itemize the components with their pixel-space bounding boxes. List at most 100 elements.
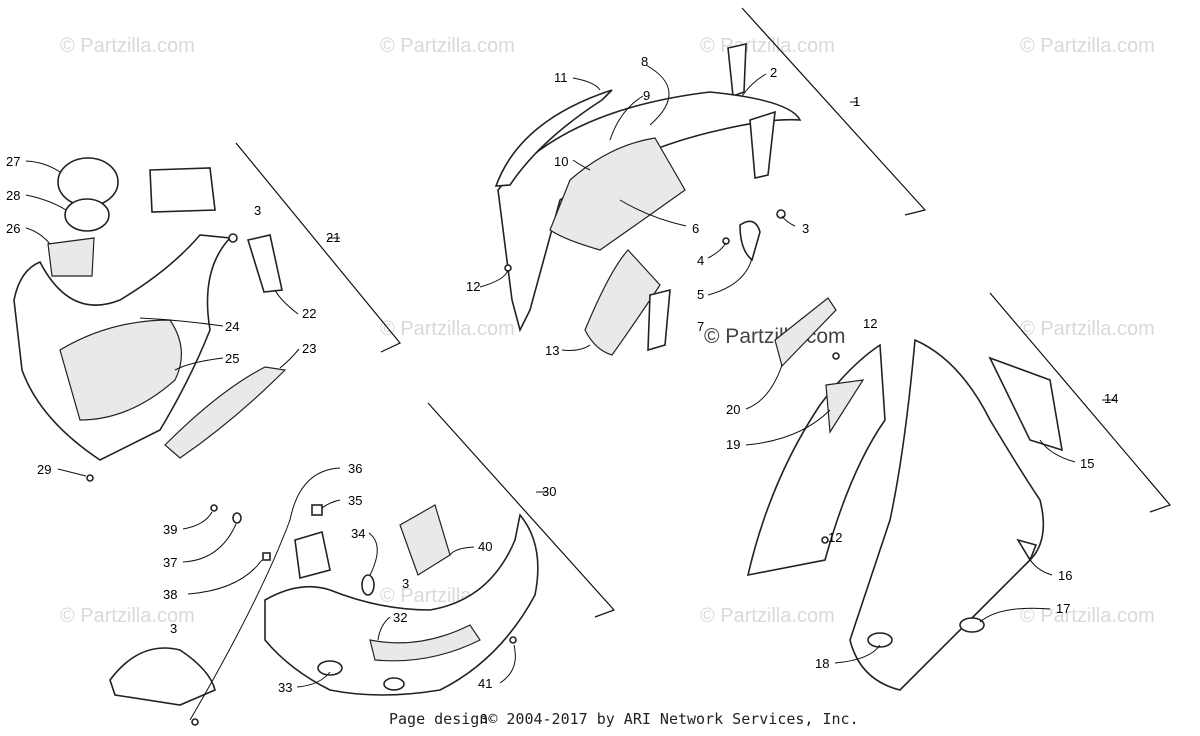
watermark: © Partzilla.com	[700, 35, 835, 57]
callout-3: 3	[802, 221, 809, 236]
part-17-shape	[959, 617, 985, 633]
callout-19: 19	[726, 437, 740, 452]
callout-12b: 12	[863, 316, 877, 331]
callout-41: 41	[478, 676, 492, 691]
callout-3b: 3	[254, 203, 261, 218]
copyright-footer: Page design© 2004-2017 by ARI Network Se…	[389, 710, 859, 728]
leader-5	[707, 257, 753, 296]
callout-13: 13	[545, 343, 559, 358]
callout-12: 12	[466, 279, 480, 294]
part-31-shape	[383, 677, 405, 691]
lower-nose-assembly	[109, 402, 616, 726]
callout-36: 36	[348, 461, 362, 476]
part-18-shape	[867, 632, 893, 648]
callout-15: 15	[1080, 456, 1094, 471]
callout-37: 37	[163, 555, 177, 570]
callout-39: 39	[163, 522, 177, 537]
part-9-strip	[749, 110, 776, 179]
part-15-shape	[988, 356, 1064, 452]
callout-4: 4	[697, 253, 704, 268]
leader-10	[572, 159, 591, 171]
callout-38: 38	[163, 587, 177, 602]
leader-38	[187, 559, 263, 595]
part-23-shape	[164, 366, 287, 459]
part-40-vent	[399, 504, 451, 576]
leader-37	[182, 523, 237, 563]
callout-9: 9	[643, 88, 650, 103]
part-38-clip	[262, 552, 271, 561]
callout-24: 24	[225, 319, 239, 334]
leader-39	[182, 511, 213, 530]
watermark-center: © Partzilla.com	[704, 325, 846, 348]
callout-2: 2	[770, 65, 777, 80]
callout-25: 25	[225, 351, 239, 366]
part-12-fastener	[832, 352, 840, 360]
leader-28	[25, 194, 67, 211]
callout-21: 21	[326, 230, 340, 245]
leader-15	[1039, 439, 1076, 463]
callout-1: 1	[853, 94, 860, 109]
callout-12c: 12	[828, 530, 842, 545]
leader-18	[834, 644, 881, 664]
leader-20	[745, 364, 783, 410]
watermark: © Partzilla.com	[380, 35, 515, 57]
leader-35	[321, 499, 341, 509]
part-22-shape	[246, 234, 283, 293]
callout-6: 6	[692, 221, 699, 236]
bracket-detail	[109, 647, 216, 706]
callout-18: 18	[815, 656, 829, 671]
part-19-shape	[746, 343, 886, 577]
part-14-shape	[849, 338, 1045, 691]
watermark: © Partzilla.com	[1020, 605, 1155, 627]
leader-25	[174, 357, 224, 371]
part-41-fastener	[509, 636, 517, 644]
part-26-shape	[47, 237, 95, 277]
part-3-fastener	[228, 233, 238, 243]
leader-26	[25, 227, 51, 245]
leader-3	[781, 215, 796, 227]
callout-40: 40	[478, 539, 492, 554]
callout-8: 8	[641, 54, 648, 69]
part-35-shape	[311, 504, 323, 516]
part-28-shape	[64, 198, 110, 232]
callout-27: 27	[6, 154, 20, 169]
callout-3e: 3	[480, 711, 487, 726]
part-16-shape	[1016, 538, 1038, 562]
watermark: © Partzilla.com	[1020, 318, 1155, 340]
callout-3c: 3	[402, 576, 409, 591]
leader-27	[25, 160, 61, 173]
watermark: © Partzilla.com	[60, 605, 195, 627]
callout-7: 7	[697, 319, 704, 334]
part-12-fastener	[821, 536, 829, 544]
watermark: © Partzilla.com	[60, 35, 195, 57]
leader-9	[609, 95, 644, 141]
leader-2	[741, 73, 767, 97]
leader-23	[279, 348, 300, 369]
callout-5: 5	[697, 287, 704, 302]
callout-10: 10	[554, 154, 568, 169]
callout-28: 28	[6, 188, 20, 203]
part-33-shape	[317, 660, 343, 676]
fastener	[191, 718, 199, 726]
callout-34: 34	[351, 526, 365, 541]
leader-4	[707, 242, 727, 259]
part-34-shape	[361, 574, 375, 596]
callout-3d: 3	[170, 621, 177, 636]
callout-32: 32	[393, 610, 407, 625]
callout-17: 17	[1056, 601, 1070, 616]
callout-35: 35	[348, 493, 362, 508]
leader-41	[499, 644, 516, 684]
bracket-line	[741, 7, 927, 216]
leader-19	[745, 409, 831, 446]
upper-nose-assembly	[494, 7, 927, 356]
callout-14: 14	[1104, 391, 1118, 406]
part-7-shape	[647, 288, 671, 352]
callout-30: 30	[542, 484, 556, 499]
callout-22: 22	[302, 306, 316, 321]
callout-20: 20	[726, 402, 740, 417]
callout-numbers: 1 2 3 4 5 6 7 8 9 10 11 12 13 14 15 16 1…	[6, 54, 1118, 726]
leader-36	[189, 467, 341, 721]
callout-29: 29	[37, 462, 51, 477]
callout-33: 33	[278, 680, 292, 695]
